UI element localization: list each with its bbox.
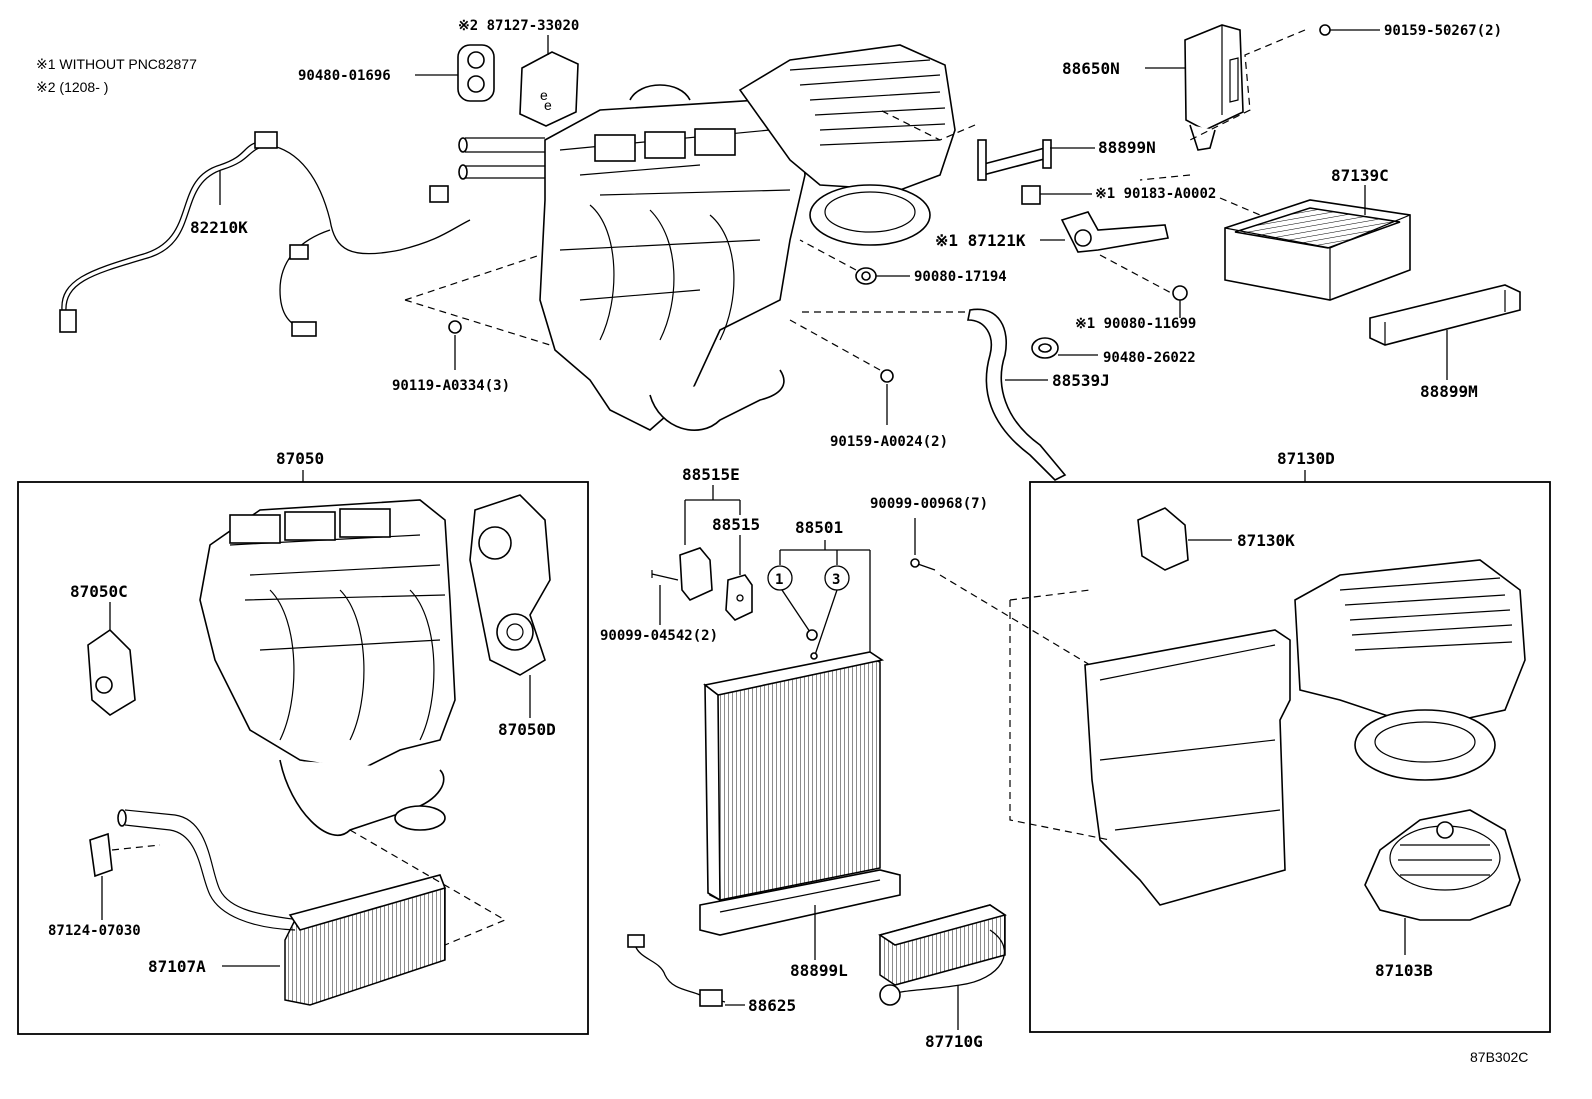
callout-88539J: 88539J (1052, 371, 1110, 390)
wire-harness-82210K (59, 131, 471, 337)
callout-82210K: 82210K (190, 218, 248, 237)
oring-90480-26022 (1031, 337, 1098, 359)
callout-88501: 88501 (795, 518, 843, 537)
screw-90159-50267 (1319, 24, 1380, 36)
callout-90099-04542: 90099-04542(2) (600, 628, 718, 644)
callout-90099-00968: 90099-00968(7) (870, 496, 988, 512)
cover-88899M (1369, 284, 1521, 380)
callout-87124-07030: 87124-07030 (48, 923, 141, 939)
callout-88650N: 88650N (1062, 59, 1120, 78)
callout-90159-A0024: 90159-A0024(2) (830, 434, 948, 450)
nut-90080-17194 (799, 239, 910, 285)
callout-87130K: 87130K (1237, 531, 1295, 550)
callout-87127-33020: ※2 87127-33020 (458, 18, 579, 34)
grommet-90480-01696 (457, 44, 495, 102)
callout-90183-A0002: ※1 90183-A0002 (1095, 186, 1216, 202)
cover-88899L (699, 869, 901, 960)
callout-87103B: 87103B (1375, 961, 1433, 980)
illustration-code: 87B302C (1470, 1049, 1528, 1065)
heater-87710G (878, 904, 1007, 1030)
svg-text:e: e (540, 87, 548, 103)
pipe-clamp-87124-07030 (89, 832, 161, 920)
callout-90080-17194: 90080-17194 (914, 269, 1007, 285)
screw-90159-A0024 (789, 319, 894, 425)
callout-88899N: 88899N (1098, 138, 1156, 157)
bolt-90099-04542 (651, 570, 679, 625)
expansion-valve-88515E (679, 499, 753, 621)
callout-88899L: 88899L (790, 961, 848, 980)
servo-87050C (87, 602, 136, 716)
callout-87050D: 87050D (498, 720, 556, 739)
callout-90080-11699: ※1 90080-11699 (1075, 316, 1196, 332)
seal-87127-33020: e e (519, 51, 579, 127)
callout-88515E: 88515E (682, 465, 740, 484)
callout-87139C: 87139C (1331, 166, 1389, 185)
heater-unit-assembly-top (458, 44, 956, 431)
callout-90119-A0334: 90119-A0334(3) (392, 378, 510, 394)
callout-90159-50267: 90159-50267(2) (1384, 23, 1502, 39)
sensor-88625 (627, 934, 745, 1007)
ref-circle-3-label: 3 (832, 572, 840, 588)
hose-88539J (800, 308, 1067, 481)
callout-87710G: 87710G (925, 1032, 983, 1051)
screw-90080-11699 (1172, 285, 1188, 318)
callout-90480-26022: 90480-26022 (1103, 350, 1196, 366)
callout-88625: 88625 (748, 996, 796, 1015)
evaporator-88501 (703, 540, 885, 902)
heater-core-87107A (117, 809, 507, 1006)
heater-case-87050 (199, 499, 456, 837)
ref-circle-1-label: 1 (775, 572, 783, 588)
callout-88515: 88515 (712, 515, 760, 534)
note-date-range: ※2 (1208- ) (36, 79, 108, 95)
callout-87107A: 87107A (148, 957, 206, 976)
callout-87050C: 87050C (70, 582, 128, 601)
filter-87139C (1139, 174, 1411, 301)
callout-87121K: ※1 87121K (935, 231, 1026, 250)
svg-text:e: e (544, 97, 552, 113)
servo-87121K (1040, 211, 1176, 296)
blower-motor-87103B (1364, 809, 1521, 955)
controller-88650N (1145, 24, 1306, 151)
screw-90099-00968 (910, 518, 1091, 666)
blower-unit-87130D (1009, 559, 1526, 906)
servo-87130K (1137, 507, 1232, 571)
note-without-pnc: ※1 WITHOUT PNC82877 (36, 56, 197, 72)
clip-90183-A0002 (1021, 185, 1092, 205)
bracket-88899N (879, 109, 1095, 181)
callout-90480-01696: 90480-01696 (298, 68, 391, 84)
callout-87050: 87050 (276, 449, 324, 468)
servo-87050D (469, 494, 551, 718)
group-box-87130D (1029, 481, 1551, 1033)
screw-90119-A0334 (404, 254, 551, 370)
callout-87130D: 87130D (1277, 449, 1335, 468)
callout-88899M: 88899M (1420, 382, 1478, 401)
